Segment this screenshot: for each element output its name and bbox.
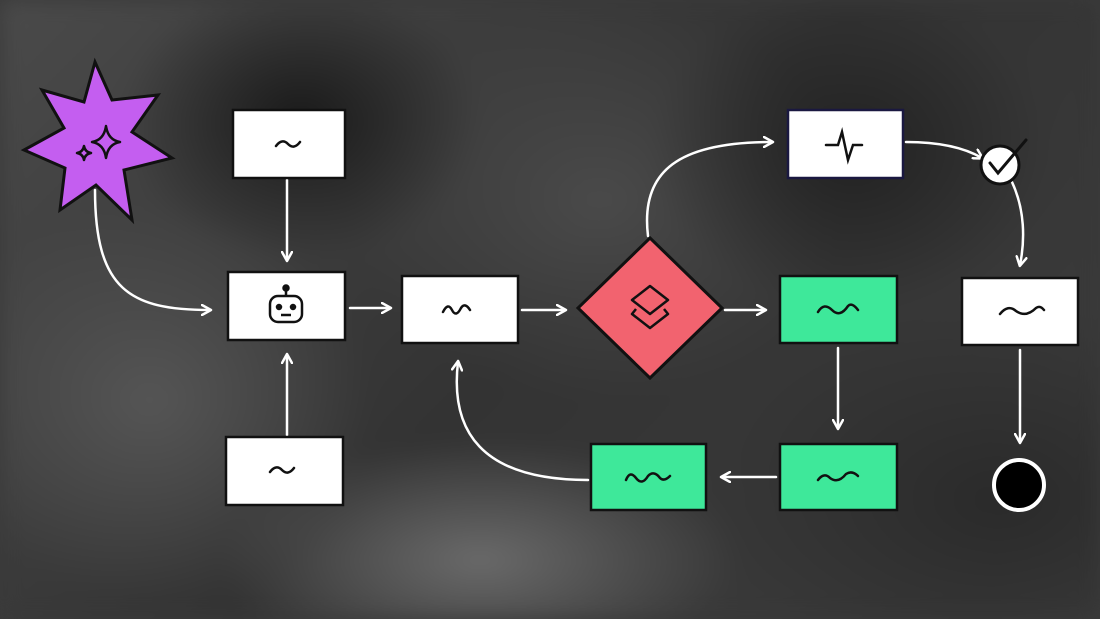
sparkles-icon [75, 124, 122, 162]
layers-icon [630, 284, 670, 330]
arrow-monitor-to-check [904, 140, 982, 158]
green-node-2[interactable] [778, 442, 899, 512]
arrow-check-to-result [1010, 180, 1023, 265]
green-node-1[interactable] [778, 274, 899, 345]
squiggle-icon [998, 305, 1046, 316]
end-node[interactable] [992, 458, 1046, 512]
start-node[interactable] [20, 57, 176, 225]
decision-node[interactable] [575, 235, 725, 381]
arrow-start-to-agent [93, 188, 210, 310]
squiggle-icon [441, 304, 472, 315]
check-icon [988, 138, 1028, 176]
agent-node[interactable] [226, 270, 347, 342]
squiggle-icon [274, 140, 302, 148]
arrow-decision-to-monitor [645, 142, 772, 238]
squiggle-icon [816, 303, 860, 315]
squiggle-icon [268, 466, 296, 474]
robot-icon [268, 284, 304, 324]
check-node[interactable] [979, 138, 1028, 186]
squiggle-icon [816, 471, 860, 482]
squiggle-icon [624, 472, 672, 483]
result-node[interactable] [960, 276, 1080, 347]
pulse-icon [824, 127, 864, 165]
arrow-green3-to-step [457, 362, 590, 482]
